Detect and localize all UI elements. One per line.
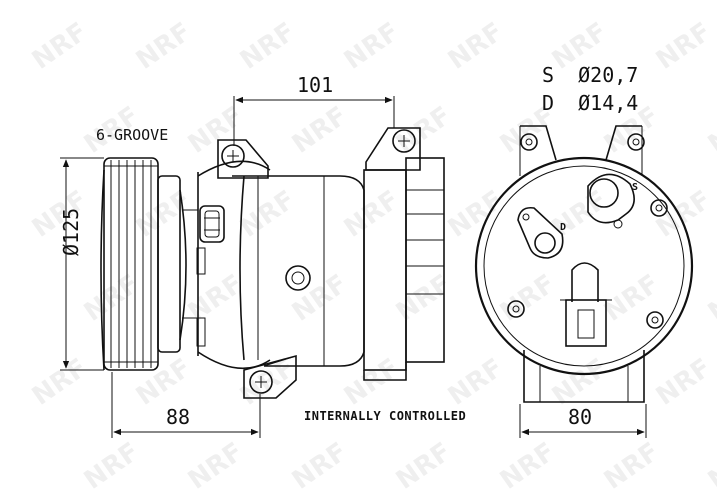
watermark-logo: NRF <box>27 353 93 412</box>
watermark-logo: NRF <box>183 101 249 160</box>
watermark-logo: NRF <box>599 437 665 496</box>
pulley <box>100 157 198 371</box>
watermark-logo: NRF <box>443 353 509 412</box>
port-s-label: S <box>632 182 638 193</box>
dimension-length-bottom: 88 <box>166 405 190 429</box>
watermark-logo: NRF <box>651 185 717 244</box>
discharge-port-spec: D Ø14,4 <box>542 91 638 115</box>
watermark-logo: NRF <box>703 437 717 496</box>
watermark-logo: NRF <box>183 437 249 496</box>
watermark-logo: NRF <box>131 185 197 244</box>
compressor-body <box>196 127 445 399</box>
watermark-logo: NRF <box>287 437 353 496</box>
watermark-logo: NRF <box>391 269 457 328</box>
watermark-logo: NRF <box>131 17 197 76</box>
watermark-logo: NRF <box>235 185 301 244</box>
watermark-logo: NRF <box>27 17 93 76</box>
watermark-logo: NRF <box>287 269 353 328</box>
watermark-logo: NRF <box>79 437 145 496</box>
end-view <box>474 125 694 403</box>
dimension-width-right: 80 <box>568 405 592 429</box>
watermark-logo: NRF <box>339 353 405 412</box>
nrf-watermark: NRF NRF NRF NRF NRF NRF NRF NRF NRF NRF NRF NRF NRF N… <box>27 17 717 496</box>
watermark-logo: NRF <box>651 353 717 412</box>
watermark-logo: NRF <box>443 17 509 76</box>
port-d-label: D <box>560 222 566 233</box>
watermark-logo: NRF <box>651 17 717 76</box>
watermark-logo: NRF <box>339 185 405 244</box>
watermark-logo: NRF <box>599 269 665 328</box>
watermark-logo: NRF <box>495 269 561 328</box>
watermark-logo: NRF <box>235 17 301 76</box>
dimension-lines <box>60 96 647 438</box>
dimension-length-top: 101 <box>297 73 333 97</box>
watermark-logo: NRF <box>287 101 353 160</box>
watermark-logo: NRF <box>183 269 249 328</box>
control-note: INTERNALLY CONTROLLED <box>304 409 466 423</box>
watermark-logo: NRF <box>703 101 717 160</box>
watermark-logo: NRF <box>547 185 613 244</box>
watermark-logo: NRF <box>495 437 561 496</box>
groove-label: 6-GROOVE <box>96 126 168 144</box>
watermark-logo: NRF <box>391 437 457 496</box>
dimension-pulley-diameter: Ø125 <box>59 208 83 256</box>
watermark-logo: NRF <box>339 17 405 76</box>
watermark-logo: NRF <box>703 269 717 328</box>
suction-port-spec: S Ø20,7 <box>542 63 638 87</box>
